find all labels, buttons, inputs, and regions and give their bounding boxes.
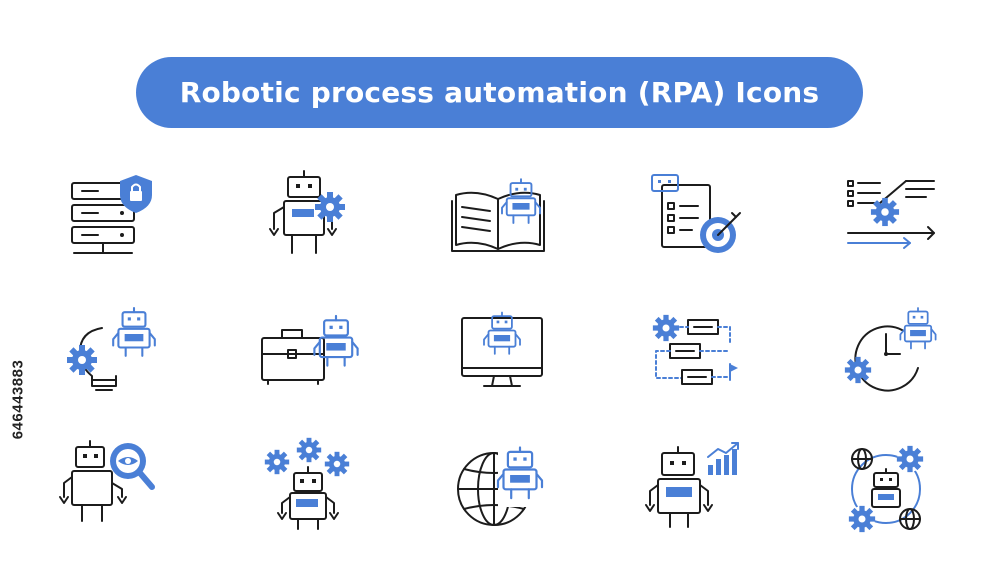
briefcase-robot-icon [252, 298, 372, 408]
checklist-target-robot-icon [632, 163, 752, 273]
robot-gear-icon [252, 163, 372, 273]
robot-magnifier-eye-icon [52, 433, 172, 543]
robot-gears-icon [252, 433, 372, 543]
lightbulb-gear-robot-icon [52, 298, 172, 408]
stock-id-text: 646443883 [9, 359, 27, 439]
title-banner: Robotic process automation (RPA) Icons [136, 57, 863, 128]
globe-gear-network-robot-icon [826, 433, 946, 543]
book-robot-icon [442, 163, 562, 273]
clock-robot-gear-icon [826, 298, 946, 408]
monitor-robot-icon [442, 298, 562, 408]
banner-title: Robotic process automation (RPA) Icons [179, 76, 820, 109]
workflow-diagram-gear-icon [632, 298, 752, 408]
process-flow-gear-icon [826, 163, 946, 273]
stock-id-label: 646443883 [4, 324, 32, 474]
globe-robot-icon [442, 433, 562, 543]
robot-growth-chart-icon [632, 433, 752, 543]
server-shield-lock-icon [52, 163, 172, 273]
